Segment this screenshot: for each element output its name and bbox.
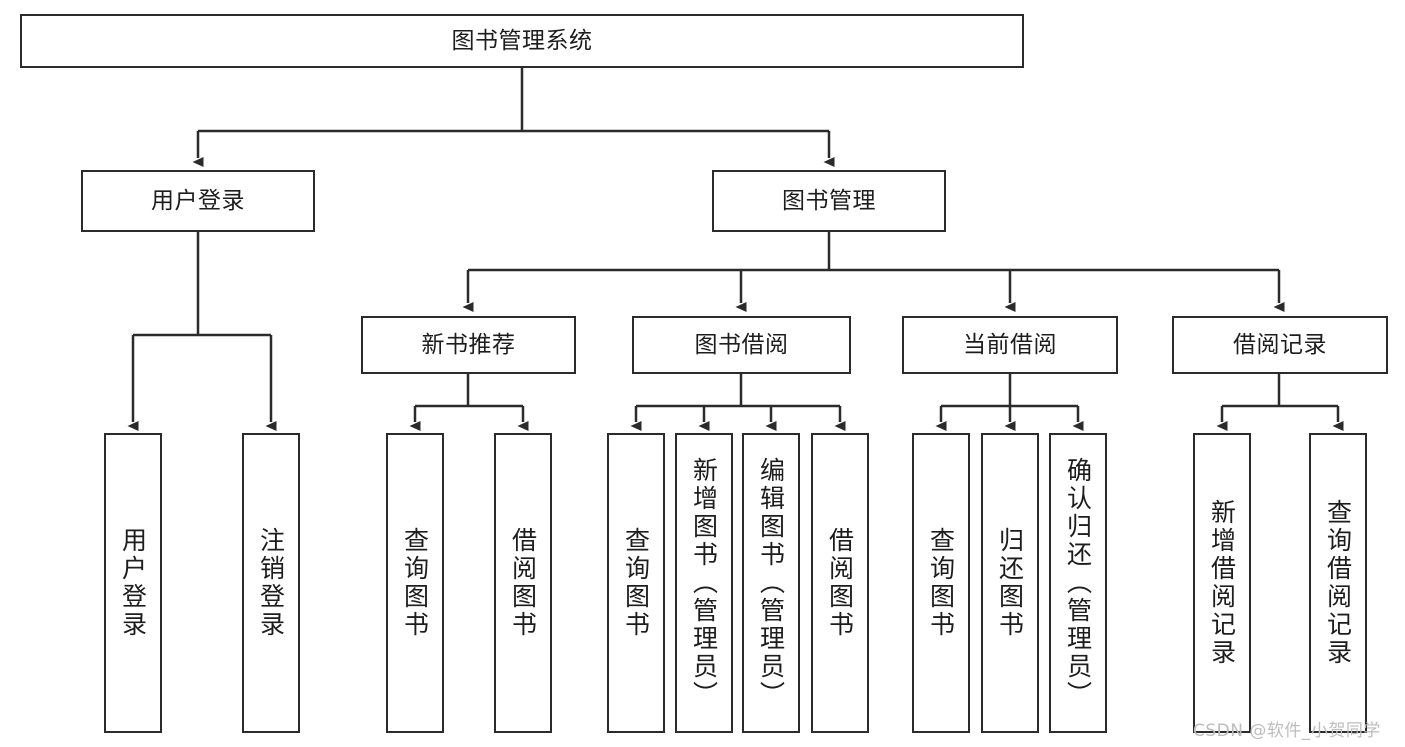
leaf-new-book-borrow[interactable]: 借阅图书 (494, 433, 552, 733)
csdn-watermark: CSDN @软件_小贺同学 (1193, 721, 1381, 741)
node-label: 图书管理 (782, 187, 876, 214)
leaf-book-borrow-query[interactable]: 查询图书 (607, 433, 665, 733)
node-label: 归还图书 (995, 527, 1025, 639)
node-label: 查询借阅记录 (1323, 499, 1353, 667)
vertical-text-wrap: 编辑图书（管理员） (744, 435, 798, 731)
node-label: 新书推荐 (421, 331, 516, 358)
vertical-text-wrap: 归还图书 (983, 435, 1037, 731)
node-root-system[interactable]: 图书管理系统 (20, 14, 1024, 68)
leaf-borrow-record-query[interactable]: 查询借阅记录 (1309, 433, 1367, 733)
node-label: 确认归还（管理员） (1063, 457, 1093, 709)
leaf-book-borrow-edit[interactable]: 编辑图书（管理员） (742, 433, 800, 733)
node-label: 借阅图书 (508, 527, 538, 639)
node-label: 借阅图书 (825, 527, 855, 639)
node-label: 图书管理系统 (451, 27, 593, 54)
vertical-text-wrap: 查询图书 (914, 435, 968, 731)
leaf-current-borrow-return[interactable]: 归还图书 (981, 433, 1039, 733)
node-label: 当前借阅 (963, 331, 1057, 358)
vertical-text-wrap: 借阅图书 (813, 435, 867, 731)
node-label: 查询图书 (400, 527, 430, 639)
node-borrow-record[interactable]: 借阅记录 (1172, 316, 1388, 374)
node-label: 查询图书 (621, 527, 651, 639)
leaf-current-borrow-query[interactable]: 查询图书 (912, 433, 970, 733)
leaf-user-login-logout[interactable]: 注销登录 (242, 433, 300, 733)
vertical-text-wrap: 注销登录 (244, 435, 298, 731)
node-label: 用户登录 (118, 527, 148, 639)
node-label: 借阅记录 (1233, 331, 1327, 358)
node-label: 用户登录 (151, 187, 245, 214)
leaf-book-borrow-add[interactable]: 新增图书（管理员） (675, 433, 733, 733)
node-user-login[interactable]: 用户登录 (81, 170, 315, 232)
node-current-borrow[interactable]: 当前借阅 (902, 316, 1118, 374)
node-label: 编辑图书（管理员） (756, 457, 786, 709)
node-book-management[interactable]: 图书管理 (712, 170, 946, 232)
vertical-text-wrap: 查询借阅记录 (1311, 435, 1365, 731)
node-label: 注销登录 (256, 527, 286, 639)
node-label: 图书借阅 (694, 331, 789, 358)
vertical-text-wrap: 新增借阅记录 (1195, 435, 1249, 731)
vertical-text-wrap: 用户登录 (106, 435, 160, 731)
vertical-text-wrap: 新增图书（管理员） (677, 435, 731, 731)
leaf-borrow-record-add[interactable]: 新增借阅记录 (1193, 433, 1251, 733)
leaf-new-book-query[interactable]: 查询图书 (386, 433, 444, 733)
node-label: 新增图书（管理员） (689, 457, 719, 709)
vertical-text-wrap: 查询图书 (609, 435, 663, 731)
node-new-book-recommend[interactable]: 新书推荐 (361, 316, 576, 374)
leaf-user-login-login[interactable]: 用户登录 (104, 433, 162, 733)
node-label: 查询图书 (926, 527, 956, 639)
vertical-text-wrap: 确认归还（管理员） (1051, 435, 1105, 731)
leaf-current-borrow-confirm[interactable]: 确认归还（管理员） (1049, 433, 1107, 733)
vertical-text-wrap: 借阅图书 (496, 435, 550, 731)
vertical-text-wrap: 查询图书 (388, 435, 442, 731)
node-book-borrow[interactable]: 图书借阅 (632, 316, 851, 374)
node-label: 新增借阅记录 (1207, 499, 1237, 667)
leaf-book-borrow-borrow[interactable]: 借阅图书 (811, 433, 869, 733)
